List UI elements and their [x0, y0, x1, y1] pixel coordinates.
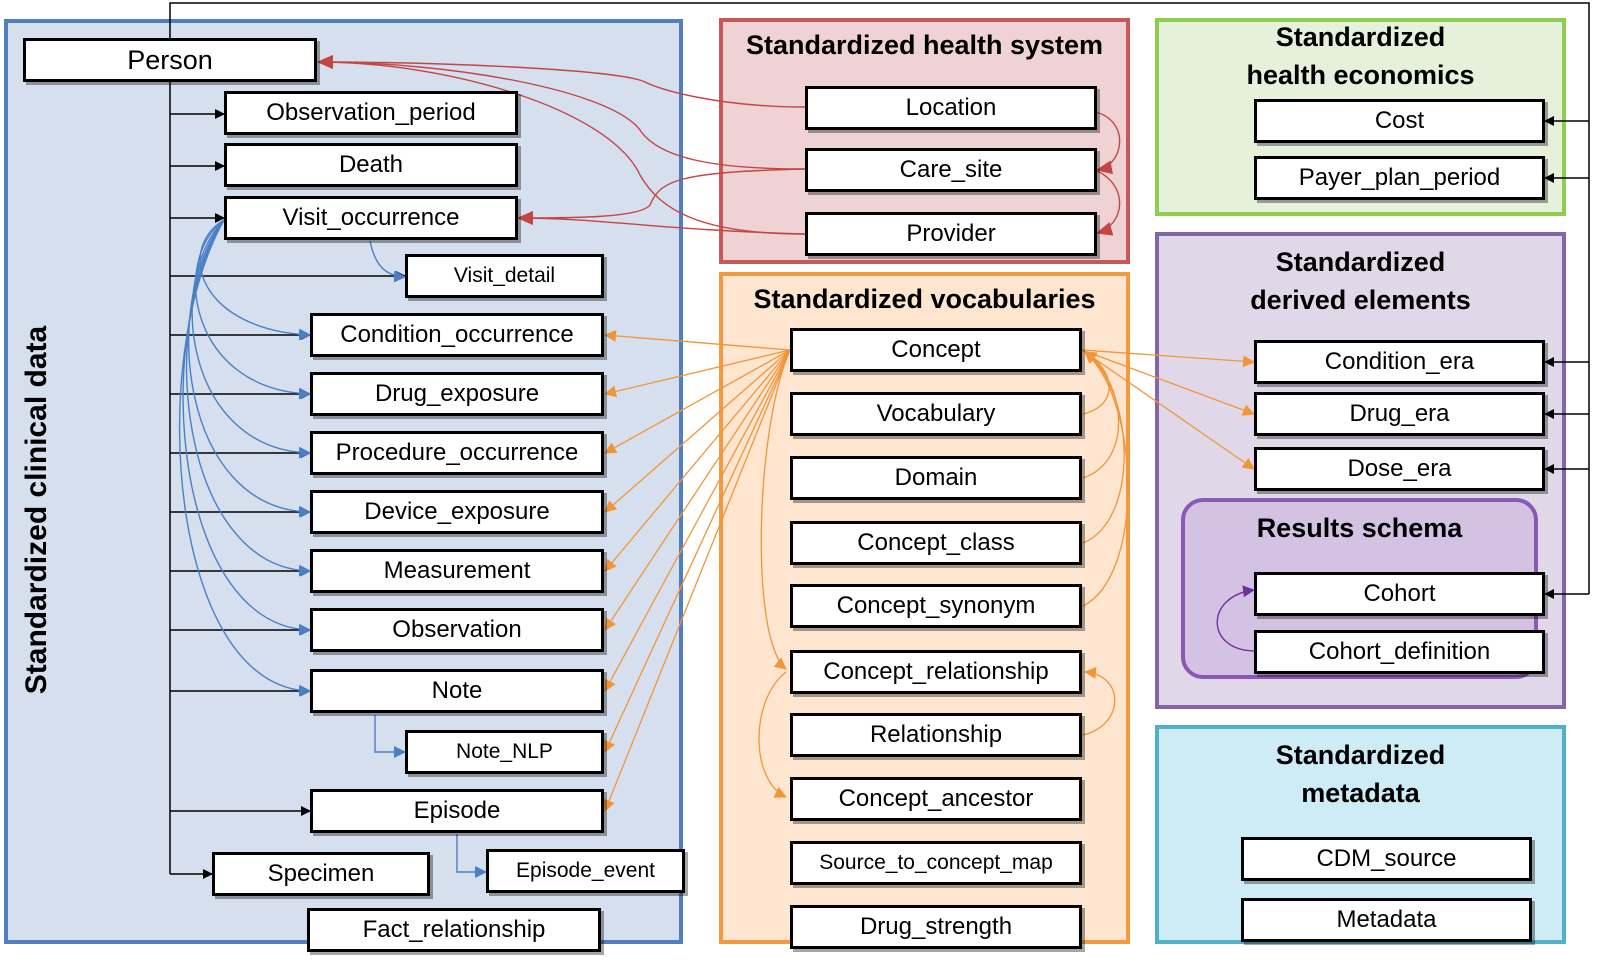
table-note-nlp: Note_NLP	[405, 730, 604, 774]
table-payer-plan-period: Payer_plan_period	[1254, 156, 1545, 200]
table-visit-occurrence: Visit_occurrence	[224, 196, 518, 240]
table-relationship: Relationship	[790, 713, 1082, 757]
table-provider: Provider	[805, 212, 1097, 256]
table-cohort: Cohort	[1254, 572, 1545, 616]
table-observation-period: Observation_period	[224, 91, 518, 135]
table-metadata: Metadata	[1241, 898, 1532, 942]
table-device-exposure: Device_exposure	[310, 490, 604, 534]
table-concept-relationship: Concept_relationship	[790, 650, 1082, 694]
derived-elements-title: Standardized derived elements	[1250, 247, 1471, 315]
table-drug-exposure: Drug_exposure	[310, 372, 604, 416]
table-fact-relationship: Fact_relationship	[307, 908, 601, 952]
table-cdm-source: CDM_source	[1241, 837, 1532, 881]
table-concept-synonym: Concept_synonym	[790, 584, 1082, 628]
table-specimen: Specimen	[212, 852, 430, 896]
table-condition-occurrence: Condition_occurrence	[310, 313, 604, 357]
table-cohort-definition: Cohort_definition	[1254, 630, 1545, 674]
table-note: Note	[310, 669, 604, 713]
table-procedure-occurrence: Procedure_occurrence	[310, 431, 604, 475]
table-condition-era: Condition_era	[1254, 340, 1545, 384]
table-person: Person	[23, 38, 317, 82]
table-location: Location	[805, 86, 1097, 130]
table-observation: Observation	[310, 608, 604, 652]
clinical-data-title-wrap: Standardized clinical data	[13, 310, 61, 710]
table-vocabulary: Vocabulary	[790, 392, 1082, 436]
table-cost: Cost	[1254, 99, 1545, 143]
health-economics-title: Standardized health economics	[1246, 22, 1475, 90]
table-dose-era: Dose_era	[1254, 447, 1545, 491]
table-drug-era: Drug_era	[1254, 392, 1545, 436]
table-concept-class: Concept_class	[790, 521, 1082, 565]
table-episode-event: Episode_event	[486, 849, 685, 893]
table-concept-ancestor: Concept_ancestor	[790, 777, 1082, 821]
table-death: Death	[224, 143, 518, 187]
table-source-to-concept-map: Source_to_concept_map	[790, 841, 1082, 885]
table-drug-strength: Drug_strength	[790, 905, 1082, 949]
table-measurement: Measurement	[310, 549, 604, 593]
table-visit-detail: Visit_detail	[405, 254, 604, 298]
results-schema-title: Results schema	[1256, 513, 1463, 543]
metadata-title: Standardized metadata	[1275, 740, 1446, 808]
table-domain: Domain	[790, 456, 1082, 500]
table-episode: Episode	[310, 789, 604, 833]
clinical-data-title: Standardized clinical data	[20, 325, 53, 695]
health-system-title: Standardized health system	[745, 30, 1104, 60]
table-care-site: Care_site	[805, 148, 1097, 192]
vocabularies-title: Standardized vocabularies	[753, 284, 1096, 314]
table-concept: Concept	[790, 328, 1082, 372]
